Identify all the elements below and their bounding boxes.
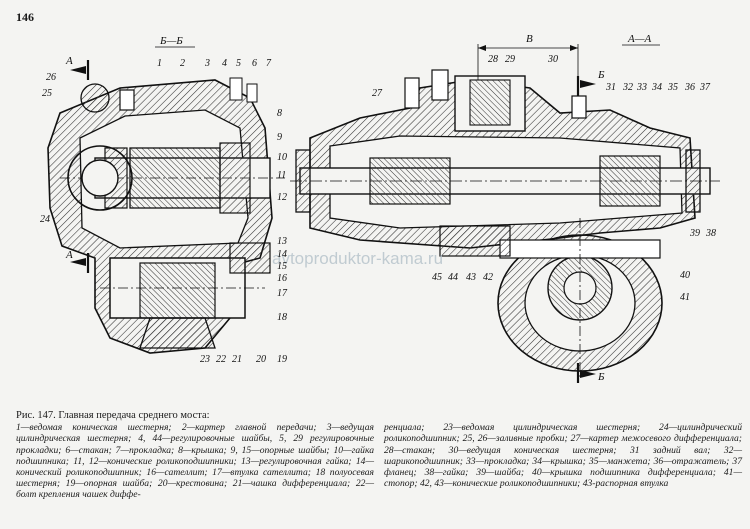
callout-label-13: 13 bbox=[277, 236, 287, 247]
callout-label-12: 12 bbox=[277, 192, 287, 203]
callout-label-38: 38 bbox=[705, 228, 716, 239]
callout-label-26: 26 bbox=[46, 72, 56, 83]
section-b-b-view bbox=[47, 60, 285, 354]
dimension-v-label: В bbox=[526, 33, 533, 45]
caption-title: Рис. 147. Главная передача среднего мост… bbox=[16, 410, 210, 421]
callout-label-42: 42 bbox=[483, 272, 493, 283]
callout-label-24: 24 bbox=[40, 214, 50, 225]
callout-label-4: 4 bbox=[222, 58, 227, 69]
callout-label-17: 17 bbox=[277, 288, 288, 299]
callout-label-32: 32 bbox=[622, 82, 633, 93]
callout-label-10: 10 bbox=[277, 152, 287, 163]
callout-label-30: 30 bbox=[547, 54, 558, 65]
callout-label-40: 40 bbox=[680, 270, 690, 281]
callout-label-23: 23 bbox=[200, 354, 210, 365]
arrow-label-a-top: А bbox=[65, 55, 73, 67]
callout-label-45: 45 bbox=[432, 272, 442, 283]
figure-caption: Рис. 147. Главная передача среднего мост… bbox=[16, 410, 742, 501]
callout-label-41: 41 bbox=[680, 292, 690, 303]
callout-label-5: 5 bbox=[236, 58, 241, 69]
callout-label-37: 37 bbox=[699, 82, 711, 93]
callout-label-8: 8 bbox=[277, 108, 282, 119]
callout-label-9: 9 bbox=[277, 132, 282, 143]
callout-label-25: 25 bbox=[42, 88, 52, 99]
callout-label-39: 39 bbox=[689, 228, 700, 239]
section-a-a-view bbox=[290, 44, 720, 383]
section-title-a-a: А—А bbox=[627, 33, 652, 45]
callout-label-6: 6 bbox=[252, 58, 257, 69]
arrow-label-a-bottom: А bbox=[65, 249, 73, 261]
assembly-drawing: Б—Б А—А В А А Б Б avtoproduktor-kama.ru … bbox=[0, 18, 750, 408]
callout-label-1: 1 bbox=[157, 58, 162, 69]
callout-label-3: 3 bbox=[204, 58, 210, 69]
callout-label-31: 31 bbox=[605, 82, 616, 93]
callout-label-27: 27 bbox=[372, 88, 383, 99]
callout-label-2: 2 bbox=[180, 58, 185, 69]
callout-label-18: 18 bbox=[277, 312, 287, 323]
caption-legend-column-1: 1—ведомая коническая шестерня; 2—картер … bbox=[16, 422, 374, 501]
arrow-label-b-top: Б bbox=[597, 69, 605, 81]
section-title-b-b: Б—Б bbox=[159, 35, 183, 47]
callout-label-43: 43 bbox=[466, 272, 476, 283]
callout-label-16: 16 bbox=[277, 273, 287, 284]
callout-label-14: 14 bbox=[277, 249, 287, 260]
callout-label-15: 15 bbox=[277, 261, 287, 272]
callout-label-22: 22 bbox=[216, 354, 226, 365]
callout-label-44: 44 bbox=[448, 272, 458, 283]
callout-label-7: 7 bbox=[266, 58, 272, 69]
callout-label-28: 28 bbox=[488, 54, 498, 65]
callout-label-20: 20 bbox=[256, 354, 266, 365]
callout-label-21: 21 bbox=[232, 354, 242, 365]
callout-label-29: 29 bbox=[505, 54, 515, 65]
page-number: 146 bbox=[16, 10, 34, 24]
caption-legend-column-2: ренциала; 23—ведомая цилиндрическая шест… bbox=[384, 422, 742, 490]
callout-label-11: 11 bbox=[277, 170, 286, 181]
callout-label-19: 19 bbox=[277, 354, 287, 365]
callout-label-33: 33 bbox=[636, 82, 647, 93]
arrow-label-b-bottom: Б bbox=[597, 371, 605, 383]
callout-label-36: 36 bbox=[684, 82, 695, 93]
watermark: avtoproduktor-kama.ru bbox=[272, 249, 443, 268]
callout-label-34: 34 bbox=[651, 82, 662, 93]
callout-label-35: 35 bbox=[667, 82, 678, 93]
